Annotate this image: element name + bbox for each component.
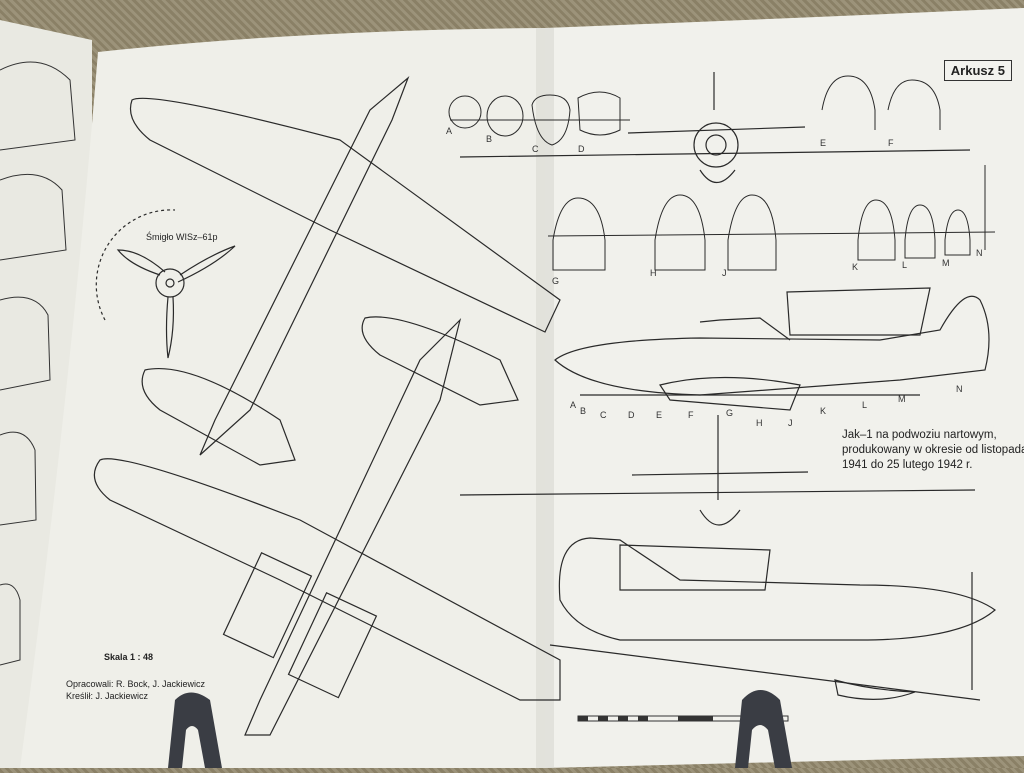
station-letter: F	[688, 410, 694, 420]
section-letter: N	[976, 248, 983, 258]
aircraft-side-view-left	[549, 537, 996, 701]
section-letter: E	[820, 138, 827, 148]
aircraft-rear-view	[459, 415, 976, 526]
fuselage-cross-sections	[448, 75, 941, 146]
right-page	[545, 8, 1024, 768]
aircraft-front-view	[459, 72, 971, 184]
aircraft-top-view	[129, 76, 561, 466]
scale-label: Skala 1 : 48	[104, 652, 154, 662]
aircraft-side-view-right	[554, 287, 990, 411]
section-letter: A	[446, 126, 453, 136]
section-letter: C	[532, 144, 539, 154]
section-letter: K	[852, 262, 859, 272]
aircraft-bottom-view	[93, 316, 561, 736]
station-letter: M	[898, 394, 906, 404]
credits-drawn: Kreślił: J. Jackiewicz	[66, 691, 149, 701]
book-gutter	[536, 28, 554, 768]
section-letter: J	[722, 268, 727, 278]
station-letter: A	[570, 400, 577, 410]
credits-prepared: Opracowali: R. Bock, J. Jackiewicz	[66, 679, 206, 689]
station-letter: K	[820, 406, 827, 416]
section-letter: F	[888, 138, 894, 148]
section-letter: B	[486, 134, 493, 144]
prev-page-tail-views	[0, 61, 76, 666]
section-letter: G	[552, 276, 560, 286]
section-letter: M	[942, 258, 950, 268]
credits-block: Opracowali: R. Bock, J. Jackiewicz Kreśl…	[66, 678, 205, 702]
station-letter: B	[580, 406, 587, 416]
section-letter: L	[902, 260, 908, 270]
station-letter: L	[862, 400, 868, 410]
station-letter: H	[756, 418, 763, 428]
propeller-drawing	[95, 209, 236, 359]
station-letter: D	[628, 410, 635, 420]
station-letter: N	[956, 384, 963, 394]
station-letter: C	[600, 410, 607, 420]
section-letter: H	[650, 268, 657, 278]
book-holder-clips	[168, 690, 792, 768]
propeller-label: Śmigło WISz–61p	[146, 232, 218, 242]
fuselage-cross-sections-lower	[547, 165, 996, 271]
station-letter: G	[726, 408, 734, 418]
drawing-caption: Jak–1 na podwoziu nartowym, produkowany …	[842, 429, 1024, 471]
station-letter: E	[656, 410, 663, 420]
station-letter: J	[788, 418, 793, 428]
section-letter: D	[578, 144, 585, 154]
sheet-badge: Arkusz 5	[943, 60, 1012, 81]
